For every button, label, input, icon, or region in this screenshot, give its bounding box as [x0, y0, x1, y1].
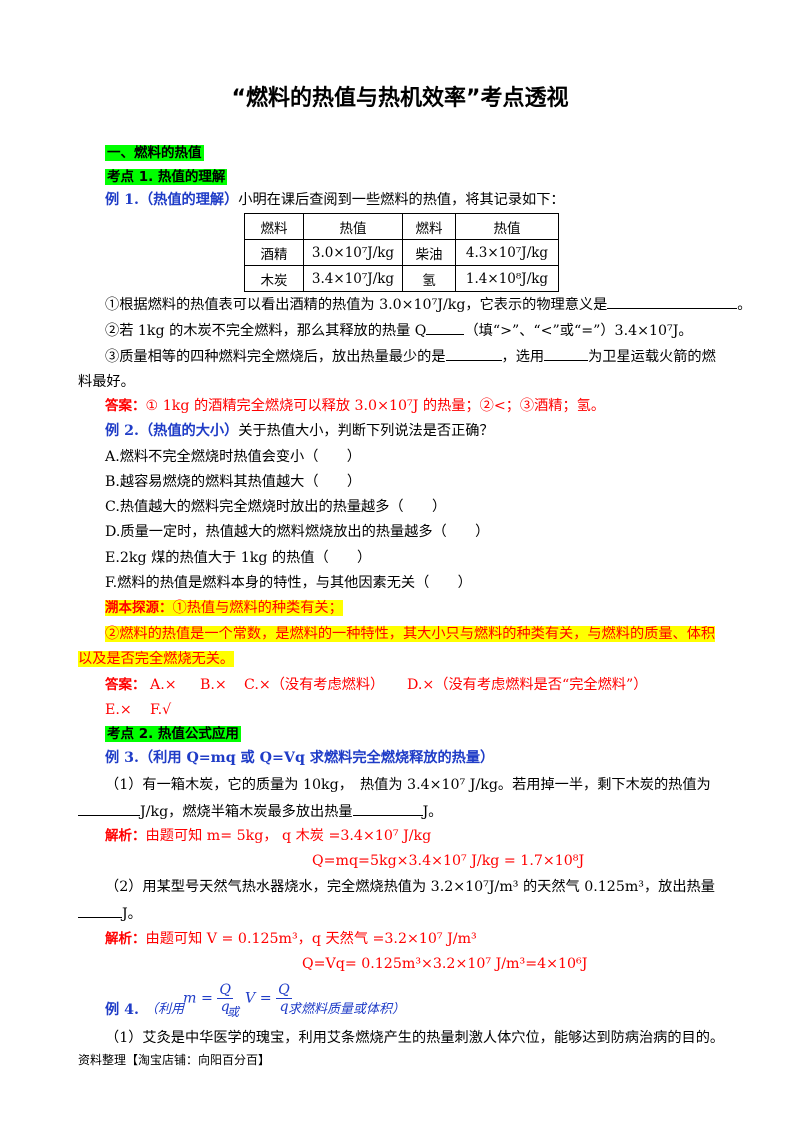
ex2-option: D.质量一定时，热值越大的燃料燃烧放出的热量越多（ ）: [105, 524, 490, 540]
ex3-solution-2: 解析：由题可知 V = 0.125m³，q 天然气 =3.2×10⁷ J/m³: [105, 931, 477, 947]
ex2-option: E.2kg 煤的热值大于 1kg 的热值（ ）: [105, 550, 372, 566]
ex1-q2: ②若 1kg 的木炭不完全燃料，那么其释放的热量 Q（填“>”、“<”或“=”）…: [105, 320, 693, 341]
ex2-option: B.越容易燃烧的燃料其热值越大（ ）: [105, 474, 362, 490]
ex3-p2: （2）用某型号天然气热水器烧水，完全燃烧热值为 3.2×10⁷J/m³ 的天然气…: [105, 879, 715, 895]
answer-blank: [78, 801, 140, 816]
kp2-heading: 考点 2. 热值公式应用: [105, 726, 241, 742]
ex1-q3-cont: 料最好。: [78, 374, 135, 390]
ex2-option: C.热值越大的燃料完全燃烧时放出的热量越多（ ）: [105, 499, 447, 515]
ex2-answer-e: E.×: [105, 702, 132, 718]
page-title: “燃料的热值与热机效率”考点透视: [231, 86, 569, 111]
ex2-question: 例 2.（热值的大小）关于热值大小，判断下列说法是否正确？: [105, 423, 494, 439]
ex4-p1: （1）艾灸是中华医学的瑰宝，利用艾条燃烧产生的热量刺激人体穴位，能够达到防病治病…: [105, 1030, 725, 1046]
table-row: 木炭 3.4×10⁷J/kg 氢 1.4×10⁸J/kg: [244, 265, 559, 292]
table-cell: 柴油: [402, 239, 456, 266]
table-cell: 3.0×10⁷J/kg: [303, 239, 403, 266]
ex1-q3: ③质量相等的四种燃料完全燃烧后，放出热量最少的是，选用为卫星运载火箭的燃: [105, 346, 716, 367]
ex3-p1: （1）有一箱木炭，它的质量为 10kg， 热值为 3.4×10⁷ J/kg。若用…: [105, 777, 711, 793]
answer-blank: [544, 346, 589, 361]
ex3-solution-1-calc: Q=mq=5kg×3.4×10⁷ J/kg = 1.7×10⁸J: [312, 853, 585, 869]
ex2-label: 例 2.（热值的大小）: [105, 423, 239, 439]
ex1-q1: ①根据燃料的热值表可以看出酒精的热值为 3.0×10⁷J/kg，它表示的物理意义…: [105, 294, 752, 315]
ex3-p2-cont: J。: [78, 903, 142, 924]
table-header-row: 燃料 热值 燃料 热值: [244, 213, 559, 240]
ex2-answer: 答案：: [105, 677, 146, 693]
heat-value-table: 燃料 热值 燃料 热值 酒精 3.0×10⁷J/kg 柴油 4.3×10⁷J/k…: [244, 213, 559, 292]
ex1-label: 例 1.（热值的理解）: [105, 192, 239, 208]
ex2-option: A.燃料不完全燃烧时热值会变小（ ）: [105, 449, 361, 465]
table-cell: 酒精: [244, 239, 304, 266]
ex2-option: F.燃料的热值是燃料本身的特性，与其他因素无关（ ）: [105, 575, 472, 591]
ex2-answer-b: B.×: [200, 677, 227, 693]
table-cell: 3.4×10⁷J/kg: [303, 265, 403, 292]
table-cell: 氢: [402, 265, 456, 292]
table-cell: 4.3×10⁷J/kg: [455, 239, 559, 266]
ex2-answer-d: D.×（没有考虑燃料是否“完全燃料”）: [407, 677, 648, 693]
table-header: 热值: [455, 213, 559, 240]
ex3-solution-1: 解析：由题可知 m= 5kg， q 木炭 =3.4×10⁷ J/kg: [105, 828, 432, 844]
table-header: 燃料: [402, 213, 456, 240]
table-cell: 1.4×10⁸J/kg: [455, 265, 559, 292]
ex2-answer-c: C.×（没有考虑燃料）: [244, 677, 385, 693]
ex2-answer-a: A.×: [150, 677, 177, 693]
table-row: 酒精 3.0×10⁷J/kg 柴油 4.3×10⁷J/kg: [244, 239, 559, 266]
answer-blank: [426, 320, 465, 335]
table-cell: 木炭: [244, 265, 304, 292]
section-heading: 一、燃料的热值: [105, 145, 204, 161]
answer-blank: [78, 903, 122, 918]
answer-blank: [445, 346, 502, 361]
ex2-source: 溯本探源：①热值与燃料的种类有关；: [105, 600, 343, 616]
ex3-solution-2-calc: Q=Vq= 0.125m³×3.2×10⁷ J/m³=4×10⁶J: [302, 956, 588, 972]
answer-blank: [352, 801, 423, 816]
ex1-answer: 答案：① 1kg 的酒精完全燃烧可以释放 3.0×10⁷J 的热量；②<；③酒精…: [105, 398, 606, 414]
answer-blank: [607, 294, 738, 309]
ex3-label: 例 3.（利用 Q=mq 或 Q=Vq 求燃料完全燃烧释放的热量）: [105, 750, 495, 766]
ex2-answer-f: F.√: [150, 702, 172, 718]
table-header: 热值: [303, 213, 403, 240]
ex2-source-2: ②燃料的热值是一个常数，是燃料的一种特性，其大小只与燃料的种类有关，与燃料的质量…: [105, 626, 716, 642]
ex1-question: 例 1.（热值的理解）小明在课后查阅到一些燃料的热值，将其记录如下：: [105, 192, 565, 208]
table-header: 燃料: [244, 213, 304, 240]
page-footer: 资料整理【淘宝店铺：向阳百分百】: [78, 1053, 271, 1067]
ex2-source-2-cont: 以及是否完全燃烧无关。: [78, 651, 235, 667]
kp1-heading: 考点 1. 热值的理解: [105, 169, 228, 185]
